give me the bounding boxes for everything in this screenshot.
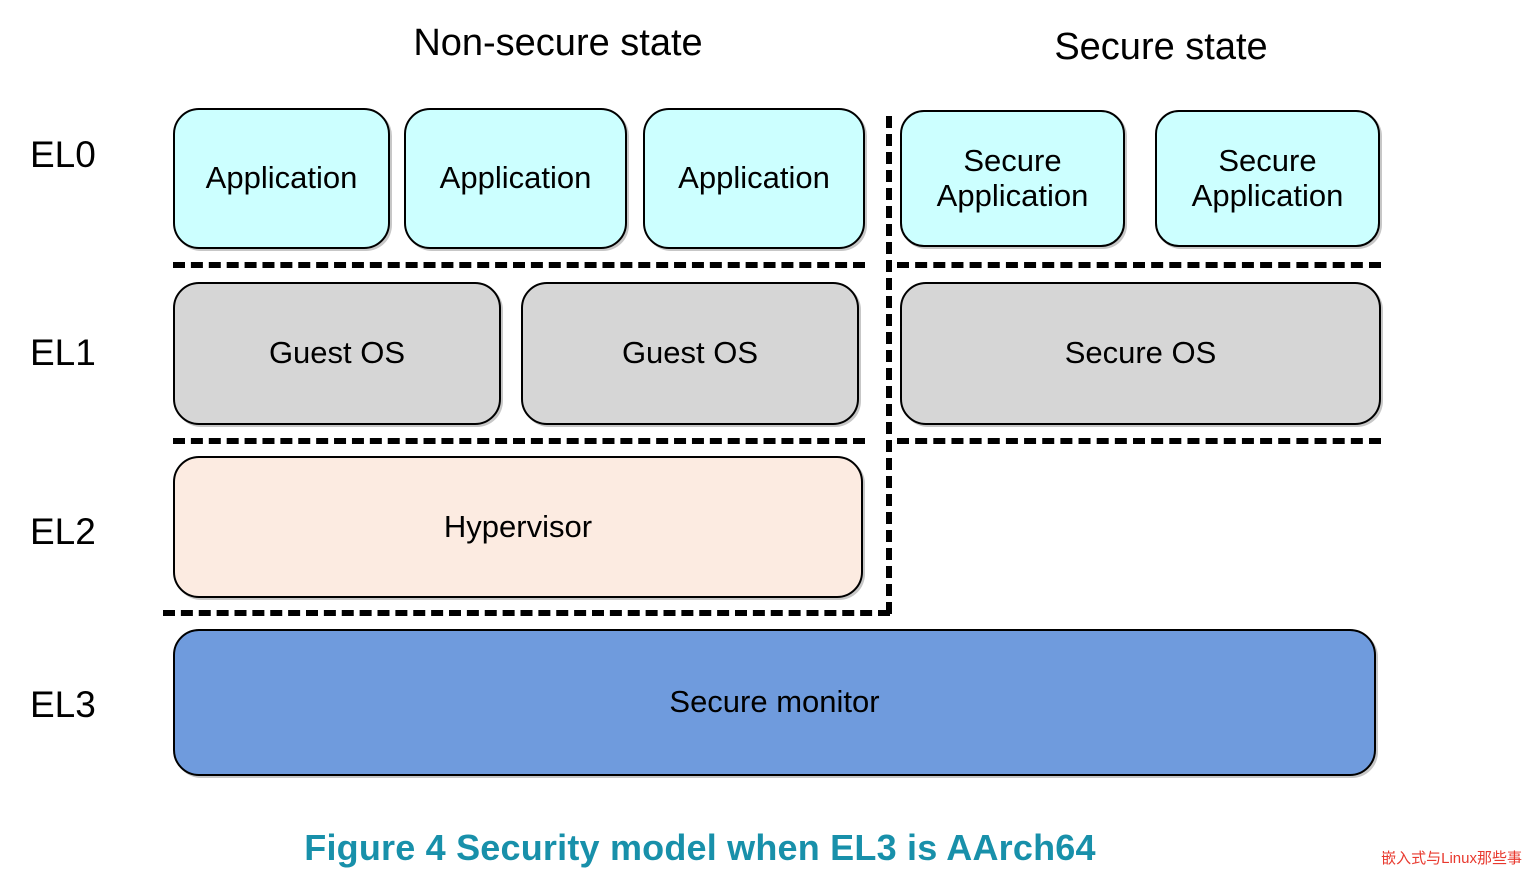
divider-secure-non-secure-vertical <box>886 116 892 614</box>
exception-level-label-el3: EL3 <box>30 684 96 725</box>
el0-secure-application-box-2: Secure Application <box>1155 110 1380 247</box>
el0-secure-application-box-1: Secure Application <box>900 110 1125 247</box>
divider-el1-el2-secure <box>897 438 1381 444</box>
el1-guest-os-box-1: Guest OS <box>173 282 501 425</box>
divider-el2-el3 <box>163 610 890 616</box>
el0-application-box-1: Application <box>173 108 390 249</box>
el3-secure-monitor-box: Secure monitor <box>173 629 1376 776</box>
el2-hypervisor-box: Hypervisor <box>173 456 863 598</box>
secure-state-heading: Secure state <box>1054 26 1268 68</box>
divider-el1-el2-non-secure <box>173 438 865 444</box>
exception-level-label-el2: EL2 <box>30 511 96 552</box>
exception-level-label-el0: EL0 <box>30 134 96 175</box>
el0-application-box-2: Application <box>404 108 627 249</box>
watermark-text: 嵌入式与Linux那些事 <box>1381 850 1522 867</box>
divider-el0-el1-non-secure <box>173 262 865 268</box>
el1-secure-os-box: Secure OS <box>900 282 1381 425</box>
divider-el0-el1-secure <box>897 262 1381 268</box>
non-secure-state-heading: Non-secure state <box>413 22 703 64</box>
el1-guest-os-box-2: Guest OS <box>521 282 859 425</box>
exception-level-label-el1: EL1 <box>30 332 96 373</box>
figure-caption: Figure 4 Security model when EL3 is AArc… <box>304 827 1096 868</box>
el0-application-box-3: Application <box>643 108 865 249</box>
